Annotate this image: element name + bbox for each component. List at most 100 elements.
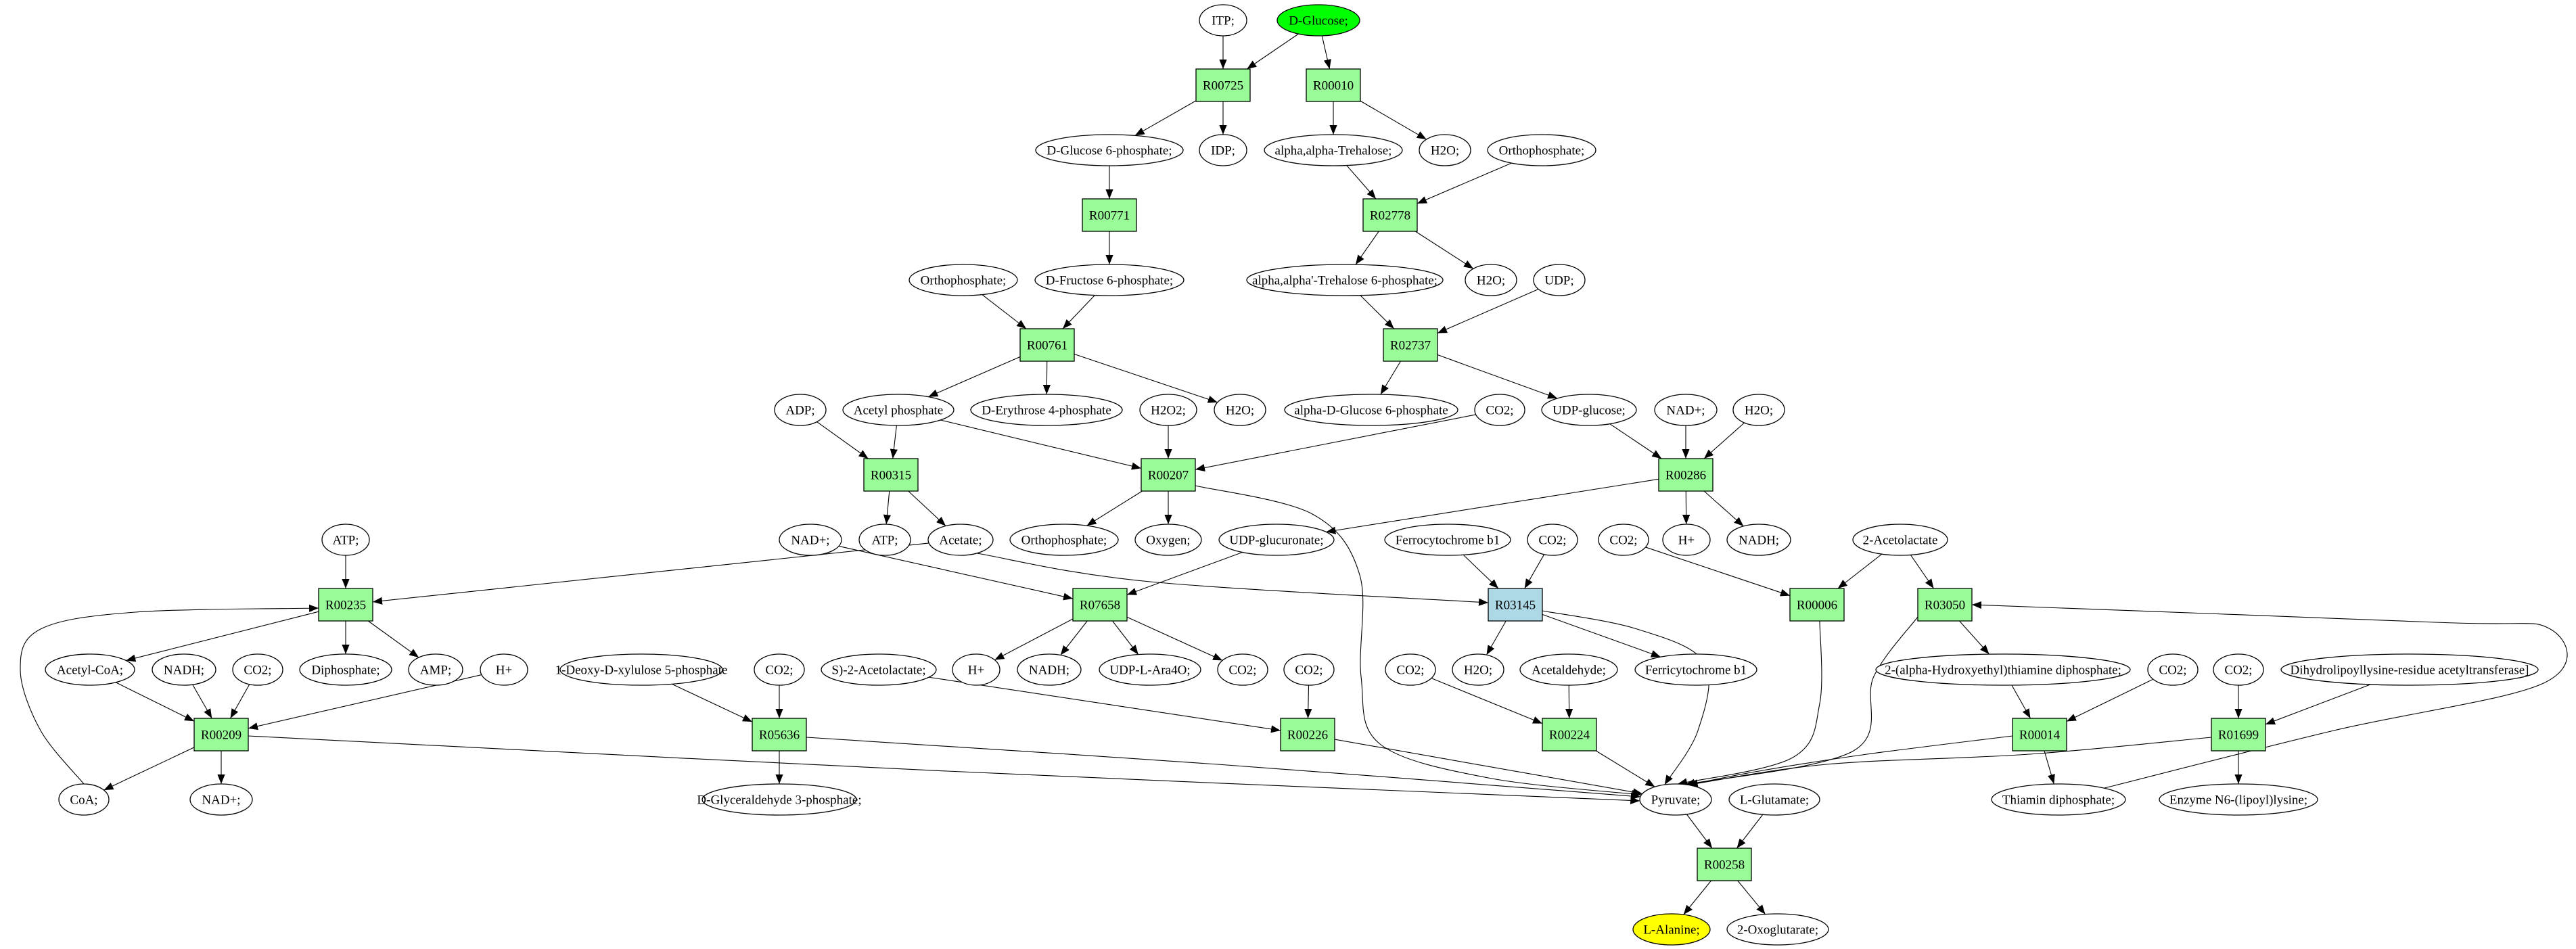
compound-node-adg6p[interactable]: alpha-D-Glucose 6-phosphate	[1284, 394, 1458, 426]
compound-node-co2_6[interactable]: CO2;	[1385, 653, 1436, 686]
compound-node-ferrocyt[interactable]: Ferrocytochrome b1	[1384, 524, 1511, 556]
reaction-node-R00315[interactable]: R00315	[863, 458, 919, 492]
compound-node-oxygen[interactable]: Oxygen;	[1134, 524, 1202, 556]
reaction-node-R00209[interactable]: R00209	[193, 718, 249, 751]
compound-node-udpara[interactable]: UDP-L-Ara4O;	[1099, 653, 1201, 686]
compound-node-acetolac[interactable]: 2-Acetolactate	[1852, 524, 1948, 556]
compound-node-coa[interactable]: CoA;	[58, 783, 110, 816]
reaction-node-R00286[interactable]: R00286	[1658, 458, 1714, 492]
compound-node-dihydro[interactable]: Dihydrolipoyllysine-residue acetyltransf…	[2280, 653, 2539, 686]
compound-node-sacetolac[interactable]: S)-2-Acetolactate;	[821, 653, 937, 686]
edge-R00235-to-amp	[367, 620, 419, 658]
compound-node-h2o_4[interactable]: H2O;	[1732, 394, 1785, 426]
compound-node-h2o2[interactable]: H2O2;	[1139, 394, 1197, 426]
compound-node-amp[interactable]: AMP;	[408, 653, 463, 686]
edge-R02778-to-h2o_2	[1414, 231, 1474, 269]
reaction-node-R03145[interactable]: R03145	[1488, 588, 1543, 622]
node-label: R00209	[201, 728, 242, 743]
compound-node-tre6p[interactable]: alpha,alpha'-Trehalose 6-phosphate;	[1246, 264, 1444, 296]
compound-node-acetylp[interactable]: Acetyl phosphate	[842, 394, 954, 426]
reaction-node-R07658[interactable]: R07658	[1072, 588, 1128, 622]
compound-node-trehalose[interactable]: alpha,alpha-Trehalose;	[1264, 134, 1403, 166]
compound-node-glutamate[interactable]: L-Glutamate;	[1728, 783, 1820, 816]
compound-node-nadh_3[interactable]: NADH;	[1017, 653, 1082, 686]
compound-node-hplus_1[interactable]: H+	[1662, 524, 1711, 556]
compound-node-nadp_1[interactable]: NAD+;	[1654, 394, 1718, 426]
compound-node-atp_1[interactable]: ATP;	[321, 524, 370, 556]
node-label: 2-Acetolactate	[1863, 534, 1938, 548]
compound-ellipse	[1217, 653, 1268, 686]
reaction-node-R00014[interactable]: R00014	[2012, 718, 2067, 751]
compound-node-co2_7[interactable]: CO2;	[1217, 653, 1268, 686]
compound-node-ferricyt[interactable]: Ferricytochrome b1	[1634, 653, 1757, 686]
compound-node-nadp_2[interactable]: NAD+;	[779, 524, 842, 556]
compound-node-hplus_2[interactable]: H+	[480, 653, 528, 686]
reaction-node-R00235[interactable]: R00235	[318, 588, 373, 622]
compound-node-acetate[interactable]: Acetate;	[927, 524, 994, 556]
compound-node-pyruvate[interactable]: Pyruvate;	[1639, 783, 1712, 816]
reaction-node-R00258[interactable]: R00258	[1697, 848, 1752, 881]
reaction-node-R02737[interactable]: R02737	[1383, 328, 1438, 362]
compound-node-de4p[interactable]: D-Erythrose 4-phosphate	[970, 394, 1123, 426]
compound-node-alanine[interactable]: L-Alanine;	[1632, 913, 1711, 946]
compound-node-ortho_1[interactable]: Orthophosphate;	[1487, 134, 1596, 166]
compound-node-enzn6[interactable]: Enzyme N6-(lipoyl)lysine;	[2159, 783, 2318, 816]
compound-node-co2_2[interactable]: CO2;	[1527, 524, 1578, 556]
reaction-node-R00725[interactable]: R00725	[1195, 68, 1251, 102]
compound-node-h2o_1[interactable]: H2O;	[1419, 134, 1471, 166]
compound-node-dxp[interactable]: 1-Deoxy-D-xylulose 5-phosphate	[555, 653, 728, 686]
reaction-node-R00761[interactable]: R00761	[1019, 328, 1075, 362]
reaction-node-R00010[interactable]: R00010	[1306, 68, 1361, 102]
reaction-node-R01699[interactable]: R01699	[2211, 718, 2266, 751]
compound-node-co2_5[interactable]: CO2;	[754, 653, 805, 686]
reaction-node-R00006[interactable]: R00006	[1789, 588, 1845, 622]
node-label: R00235	[325, 599, 366, 613]
compound-node-co2_10[interactable]: CO2;	[2213, 653, 2264, 686]
compound-node-acetald[interactable]: Acetaldehyde;	[1519, 653, 1618, 686]
compound-node-h2o_2[interactable]: H2O;	[1465, 264, 1517, 296]
compound-node-acetylcoa[interactable]: Acetyl-CoA;	[45, 653, 135, 686]
compound-node-ortho_2[interactable]: Orthophosphate;	[908, 264, 1018, 296]
compound-node-hetpp[interactable]: 2-(alpha-Hydroxyethyl)thiamine diphospha…	[1875, 653, 2131, 686]
compound-node-co2_1[interactable]: CO2;	[1474, 394, 1525, 426]
compound-node-thiamin[interactable]: Thiamin diphosphate;	[1991, 783, 2126, 816]
reaction-node-R03050[interactable]: R03050	[1917, 588, 1973, 622]
compound-node-diphos[interactable]: Diphosphate;	[299, 653, 392, 686]
compound-node-atp_2[interactable]: ATP;	[858, 524, 911, 556]
reaction-node-R05636[interactable]: R05636	[752, 718, 807, 751]
reaction-node-R00224[interactable]: R00224	[1542, 718, 1597, 751]
compound-node-h2o_3[interactable]: H2O;	[1214, 394, 1266, 426]
compound-node-nadh_2[interactable]: NADH;	[152, 653, 216, 686]
compound-ellipse	[858, 524, 911, 556]
compound-node-dglucose[interactable]: D-Glucose;	[1276, 4, 1360, 37]
compound-node-gap[interactable]: D-Glyceraldehyde 3-phosphate;	[697, 783, 862, 816]
compound-node-df6p[interactable]: D-Fructose 6-phosphate;	[1034, 264, 1184, 296]
reaction-node-R00226[interactable]: R00226	[1280, 718, 1335, 751]
compound-node-itp[interactable]: ITP;	[1199, 4, 1247, 37]
compound-node-co2_9[interactable]: CO2;	[2147, 653, 2199, 686]
compound-node-hplus_3[interactable]: H+	[952, 653, 1001, 686]
compound-node-dg6p[interactable]: D-Glucose 6-phosphate;	[1035, 134, 1184, 166]
edge-R00761-to-acetylp	[928, 356, 1021, 398]
compound-node-h2o_5[interactable]: H2O;	[1452, 653, 1504, 686]
reaction-node-R00207[interactable]: R00207	[1141, 458, 1196, 492]
compound-node-co2_4[interactable]: CO2;	[232, 653, 283, 686]
compound-node-ortho_3[interactable]: Orthophosphate;	[1009, 524, 1119, 556]
compound-node-nadh_1[interactable]: NADH;	[1726, 524, 1791, 556]
compound-node-co2_8[interactable]: CO2;	[1283, 653, 1335, 686]
compound-ellipse	[1726, 524, 1791, 556]
compound-node-adp[interactable]: ADP;	[774, 394, 827, 426]
compound-ellipse	[1199, 4, 1247, 37]
compound-ellipse	[952, 653, 1001, 686]
compound-node-udp[interactable]: UDP;	[1533, 264, 1586, 296]
compound-node-co2_3[interactable]: CO2;	[1598, 524, 1649, 556]
compound-node-idp[interactable]: IDP;	[1199, 134, 1247, 166]
compound-node-nadp_3[interactable]: NAD+;	[189, 783, 253, 816]
compound-ellipse	[1662, 524, 1711, 556]
reaction-box	[1917, 588, 1973, 622]
compound-node-udpglc[interactable]: UDP-glucose;	[1541, 394, 1637, 426]
compound-node-udpglcA[interactable]: UDP-glucuronate;	[1218, 524, 1335, 556]
reaction-node-R02778[interactable]: R02778	[1362, 198, 1418, 232]
compound-node-oxoglut[interactable]: 2-Oxoglutarate;	[1726, 913, 1829, 946]
reaction-node-R00771[interactable]: R00771	[1082, 198, 1137, 232]
